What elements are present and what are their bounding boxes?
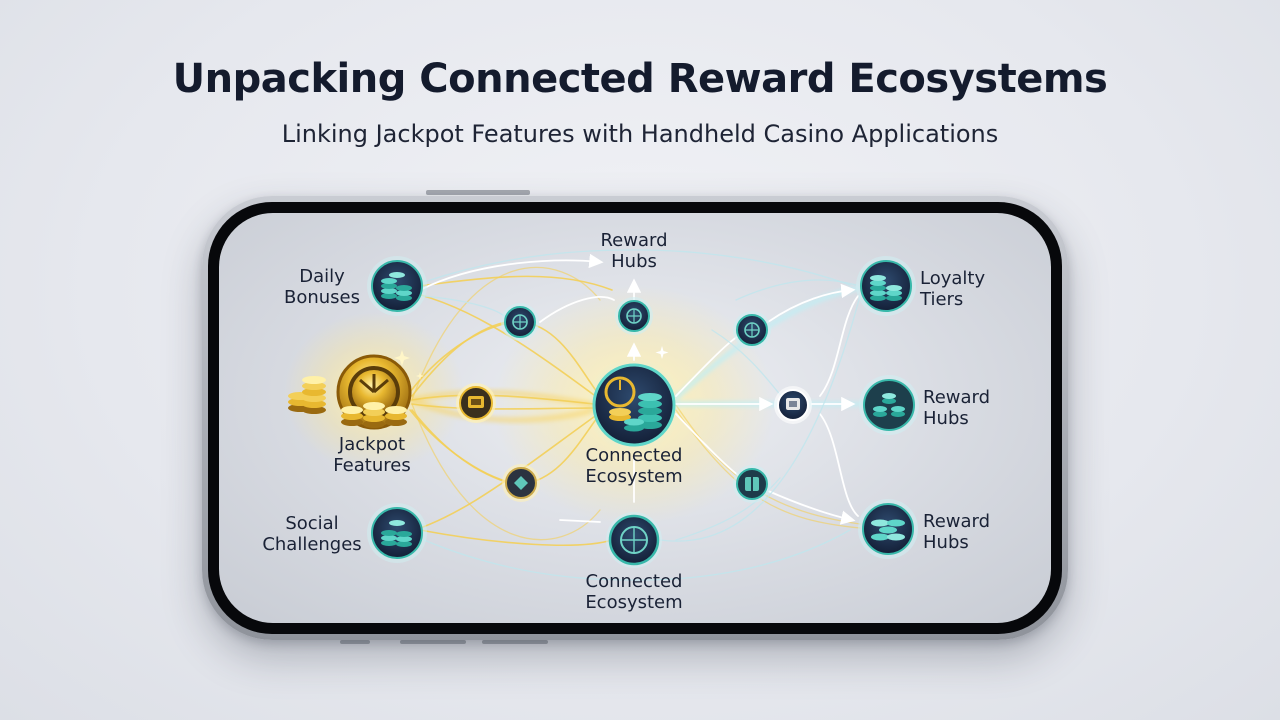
coin-stack-icon <box>367 256 427 316</box>
page-title: Unpacking Connected Reward Ecosystems <box>172 56 1108 102</box>
node-label-right-3: Reward Hubs <box>923 511 991 553</box>
node-label-left-3: Social Challenges <box>262 513 362 555</box>
relay-node <box>615 297 653 335</box>
node-label-center: Connected Ecosystem <box>585 445 683 487</box>
center-hub-node <box>586 357 682 453</box>
coin-stack-icon <box>859 375 919 435</box>
relay-node <box>733 311 771 349</box>
page-subtitle: Linking Jackpot Features with Handheld C… <box>281 120 999 148</box>
gold-connection-lines <box>397 266 861 547</box>
relay-node <box>733 465 771 503</box>
relay-node <box>456 383 496 423</box>
coin-stack-icon <box>367 503 427 563</box>
relay-node <box>501 303 539 341</box>
node-label-right-2: Reward Hubs <box>923 387 991 429</box>
bottom-ecosystem-node <box>606 512 662 568</box>
relay-node <box>774 386 812 424</box>
node-label-left-2: Jackpot Features <box>333 434 411 476</box>
coin-stack-icon <box>858 499 918 559</box>
relay-node <box>502 464 540 502</box>
phone-volume-button <box>340 640 370 644</box>
phone-volume-button <box>400 640 466 644</box>
sparkle-decorations <box>394 346 669 380</box>
phone-volume-button <box>482 640 548 644</box>
coin-stack-icon <box>856 256 916 316</box>
phone-power-button <box>426 190 530 195</box>
jackpot-icon <box>288 354 412 430</box>
node-label-right-1: Loyalty Tiers <box>920 268 986 310</box>
node-label-left-1: Daily Bonuses <box>283 266 360 308</box>
node-label-bottom: Connected Ecosystem <box>585 571 683 613</box>
node-label-top: Reward Hubs <box>600 230 668 272</box>
